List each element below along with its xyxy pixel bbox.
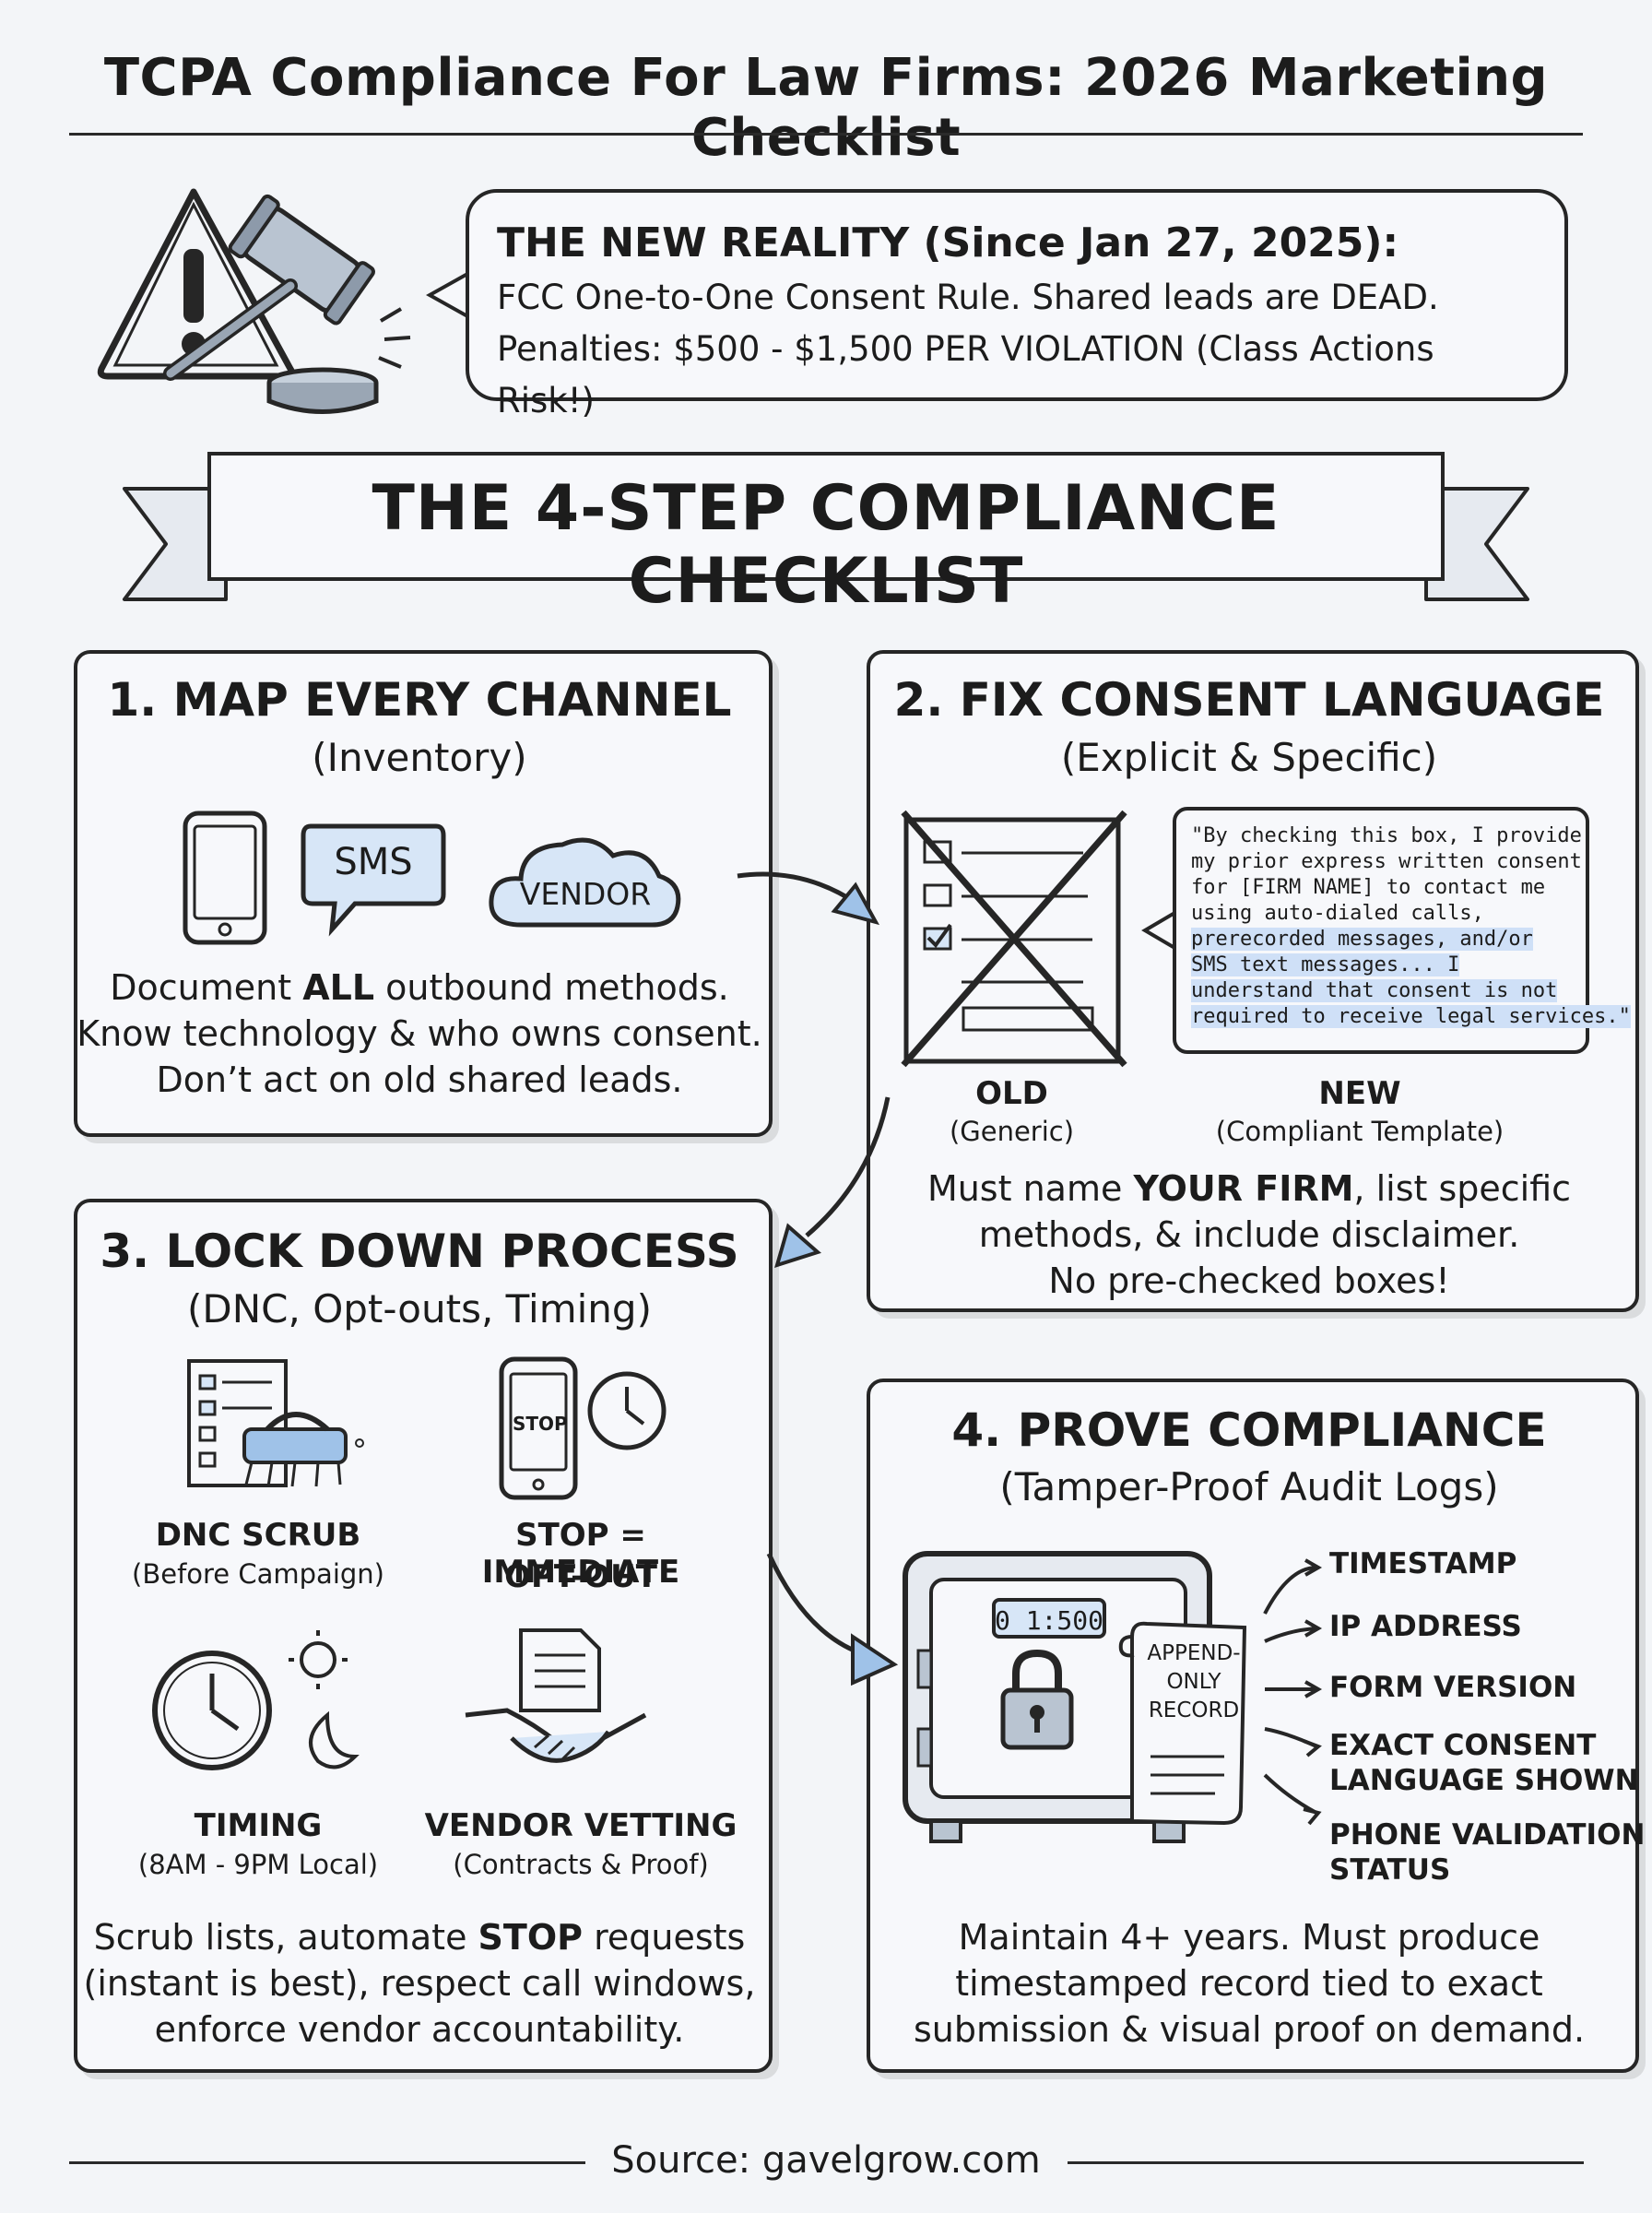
step4-body-line3: submission & visual proof on demand. <box>913 2009 1586 2050</box>
quote-line: "By checking this box, I provide <box>1191 824 1582 847</box>
phone-icon <box>183 811 267 945</box>
step4-body-line2: timestamped record tied to exact <box>955 1963 1543 2004</box>
safe-display: 0 1:500 <box>994 1605 1103 1636</box>
stop-optout-sublabel: OPT-OUT <box>504 1558 657 1595</box>
quote-pointer <box>1141 910 1178 951</box>
step3-subtitle: (DNC, Opt-outs, Timing) <box>187 1286 652 1331</box>
stop-optout-label: STOP = IMMEDIATE <box>481 1517 680 1591</box>
arrow-step2-to-step3 <box>774 1096 891 1269</box>
quote-line-highlighted: SMS text messages... I <box>1191 953 1460 976</box>
step3-body-line3: enforce vendor accountability. <box>154 2009 685 2050</box>
log-item-consent: EXACT CONSENT <box>1329 1729 1597 1762</box>
quote-line-highlighted: understand that consent is not <box>1191 979 1558 1002</box>
step2-body-line3: No pre-checked boxes! <box>1048 1260 1450 1301</box>
step1-body-line2: Know technology & who owns consent. <box>77 1013 762 1054</box>
stop-label: STOP <box>513 1413 568 1435</box>
log-item-timestamp: TIMESTAMP <box>1329 1547 1517 1580</box>
old-sublabel: (Generic) <box>949 1116 1075 1147</box>
reality-line-rule: FCC One-to-One Consent Rule. Shared lead… <box>497 278 1439 317</box>
page-title: TCPA Compliance For Law Firms: 2026 Mark… <box>103 48 1549 168</box>
step2-title: 2. FIX CONSENT LANGUAGE <box>893 673 1605 727</box>
speech-pointer <box>426 271 470 319</box>
arrow-step3-to-step4 <box>766 1552 899 1686</box>
log-arrows <box>1263 1558 1323 1826</box>
log-item-phone: PHONE VALIDATION <box>1329 1818 1646 1852</box>
arrow-step1-to-step2 <box>737 871 880 926</box>
step3-body-line2: (instant is best), respect call windows, <box>83 1963 756 2004</box>
vendor-vetting-label: VENDOR VETTING <box>424 1807 738 1844</box>
step3-card <box>74 1199 773 2073</box>
step3-title: 3. LOCK DOWN PROCESS <box>100 1225 739 1278</box>
footer-rule-left <box>69 2161 585 2164</box>
cloud-icon <box>489 837 681 928</box>
step1-title: 1. MAP EVERY CHANNEL <box>107 673 732 727</box>
title-divider <box>69 133 1583 136</box>
scroll-line: RECORD <box>1148 1698 1240 1722</box>
log-item-phone-cont: STATUS <box>1329 1853 1451 1887</box>
quote-line: for [FIRM NAME] to contact me <box>1191 876 1546 899</box>
banner-ribbon <box>123 487 1529 601</box>
vendor-vetting-sublabel: (Contracts & Proof) <box>453 1849 709 1880</box>
step3-body-line1: Scrub lists, automate STOP requests <box>93 1917 746 1958</box>
timing-clock-sun-moon-icon <box>152 1630 360 1770</box>
quote-line: my prior express written consent <box>1191 850 1582 873</box>
reality-line-penalties: Penalties: $500 - $1,500 PER VIOLATION (… <box>497 329 1434 420</box>
log-item-form-version: FORM VERSION <box>1329 1671 1577 1704</box>
reality-heading: THE NEW REALITY (Since Jan 27, 2025): <box>497 219 1399 266</box>
scroll-line: APPEND- <box>1147 1641 1241 1665</box>
step4-title: 4. PROVE COMPLIANCE <box>951 1403 1547 1457</box>
step2-body-line1: Must name YOUR FIRM, list specific <box>926 1168 1572 1209</box>
quote-line: using auto-dialed calls, <box>1191 902 1484 925</box>
dnc-scrub-icon <box>187 1359 364 1487</box>
timing-label: TIMING <box>194 1807 323 1844</box>
dnc-scrub-label: DNC SCRUB <box>155 1517 361 1554</box>
append-only-scroll-icon <box>1118 1621 1247 1826</box>
step1-subtitle: (Inventory) <box>312 735 527 780</box>
log-item-ip: IP ADDRESS <box>1329 1610 1522 1643</box>
log-item-consent-cont: LANGUAGE SHOWN <box>1329 1764 1639 1797</box>
timing-sublabel: (8AM - 9PM Local) <box>137 1849 379 1880</box>
step1-body-line1: Document ALL outbound methods. <box>110 967 729 1008</box>
step2-body-line2: methods, & include disclaimer. <box>978 1214 1520 1255</box>
step4-subtitle: (Tamper-Proof Audit Logs) <box>999 1464 1499 1509</box>
step1-body-line3: Don’t act on old shared leads. <box>156 1059 683 1100</box>
vendor-label: VENDOR <box>519 876 652 912</box>
sms-bubble-icon <box>301 823 446 937</box>
banner-title: THE 4-STEP COMPLIANCE CHECKLIST <box>372 472 1280 618</box>
step2-subtitle: (Explicit & Specific) <box>1060 735 1438 780</box>
quote-line-highlighted: required to receive legal services." <box>1191 1005 1631 1028</box>
old-label: OLD <box>975 1075 1048 1112</box>
footer-rule-right <box>1068 2161 1584 2164</box>
consent-template-box: "By checking this box, I provide my prio… <box>1173 807 1631 1054</box>
quote-line-highlighted: prerecorded messages, and/or <box>1191 928 1533 951</box>
handshake-contract-icon <box>465 1628 647 1763</box>
new-reality-box: THE NEW REALITY (Since Jan 27, 2025): FC… <box>466 189 1568 420</box>
new-label: NEW <box>1318 1075 1401 1112</box>
stop-phone-icon <box>499 1356 667 1500</box>
scroll-line: ONLY <box>1166 1670 1221 1694</box>
sms-label: SMS <box>334 841 413 883</box>
banner-box <box>207 452 1445 581</box>
footer-source: Source: gavelgrow.com <box>611 2139 1041 2182</box>
step4-body-line1: Maintain 4+ years. Must produce <box>958 1917 1540 1958</box>
dnc-scrub-sublabel: (Before Campaign) <box>132 1558 384 1590</box>
new-sublabel: (Compliant Template) <box>1215 1116 1504 1147</box>
warning-gavel-icon <box>97 188 411 414</box>
old-form-crossed-icon <box>901 810 1127 1068</box>
